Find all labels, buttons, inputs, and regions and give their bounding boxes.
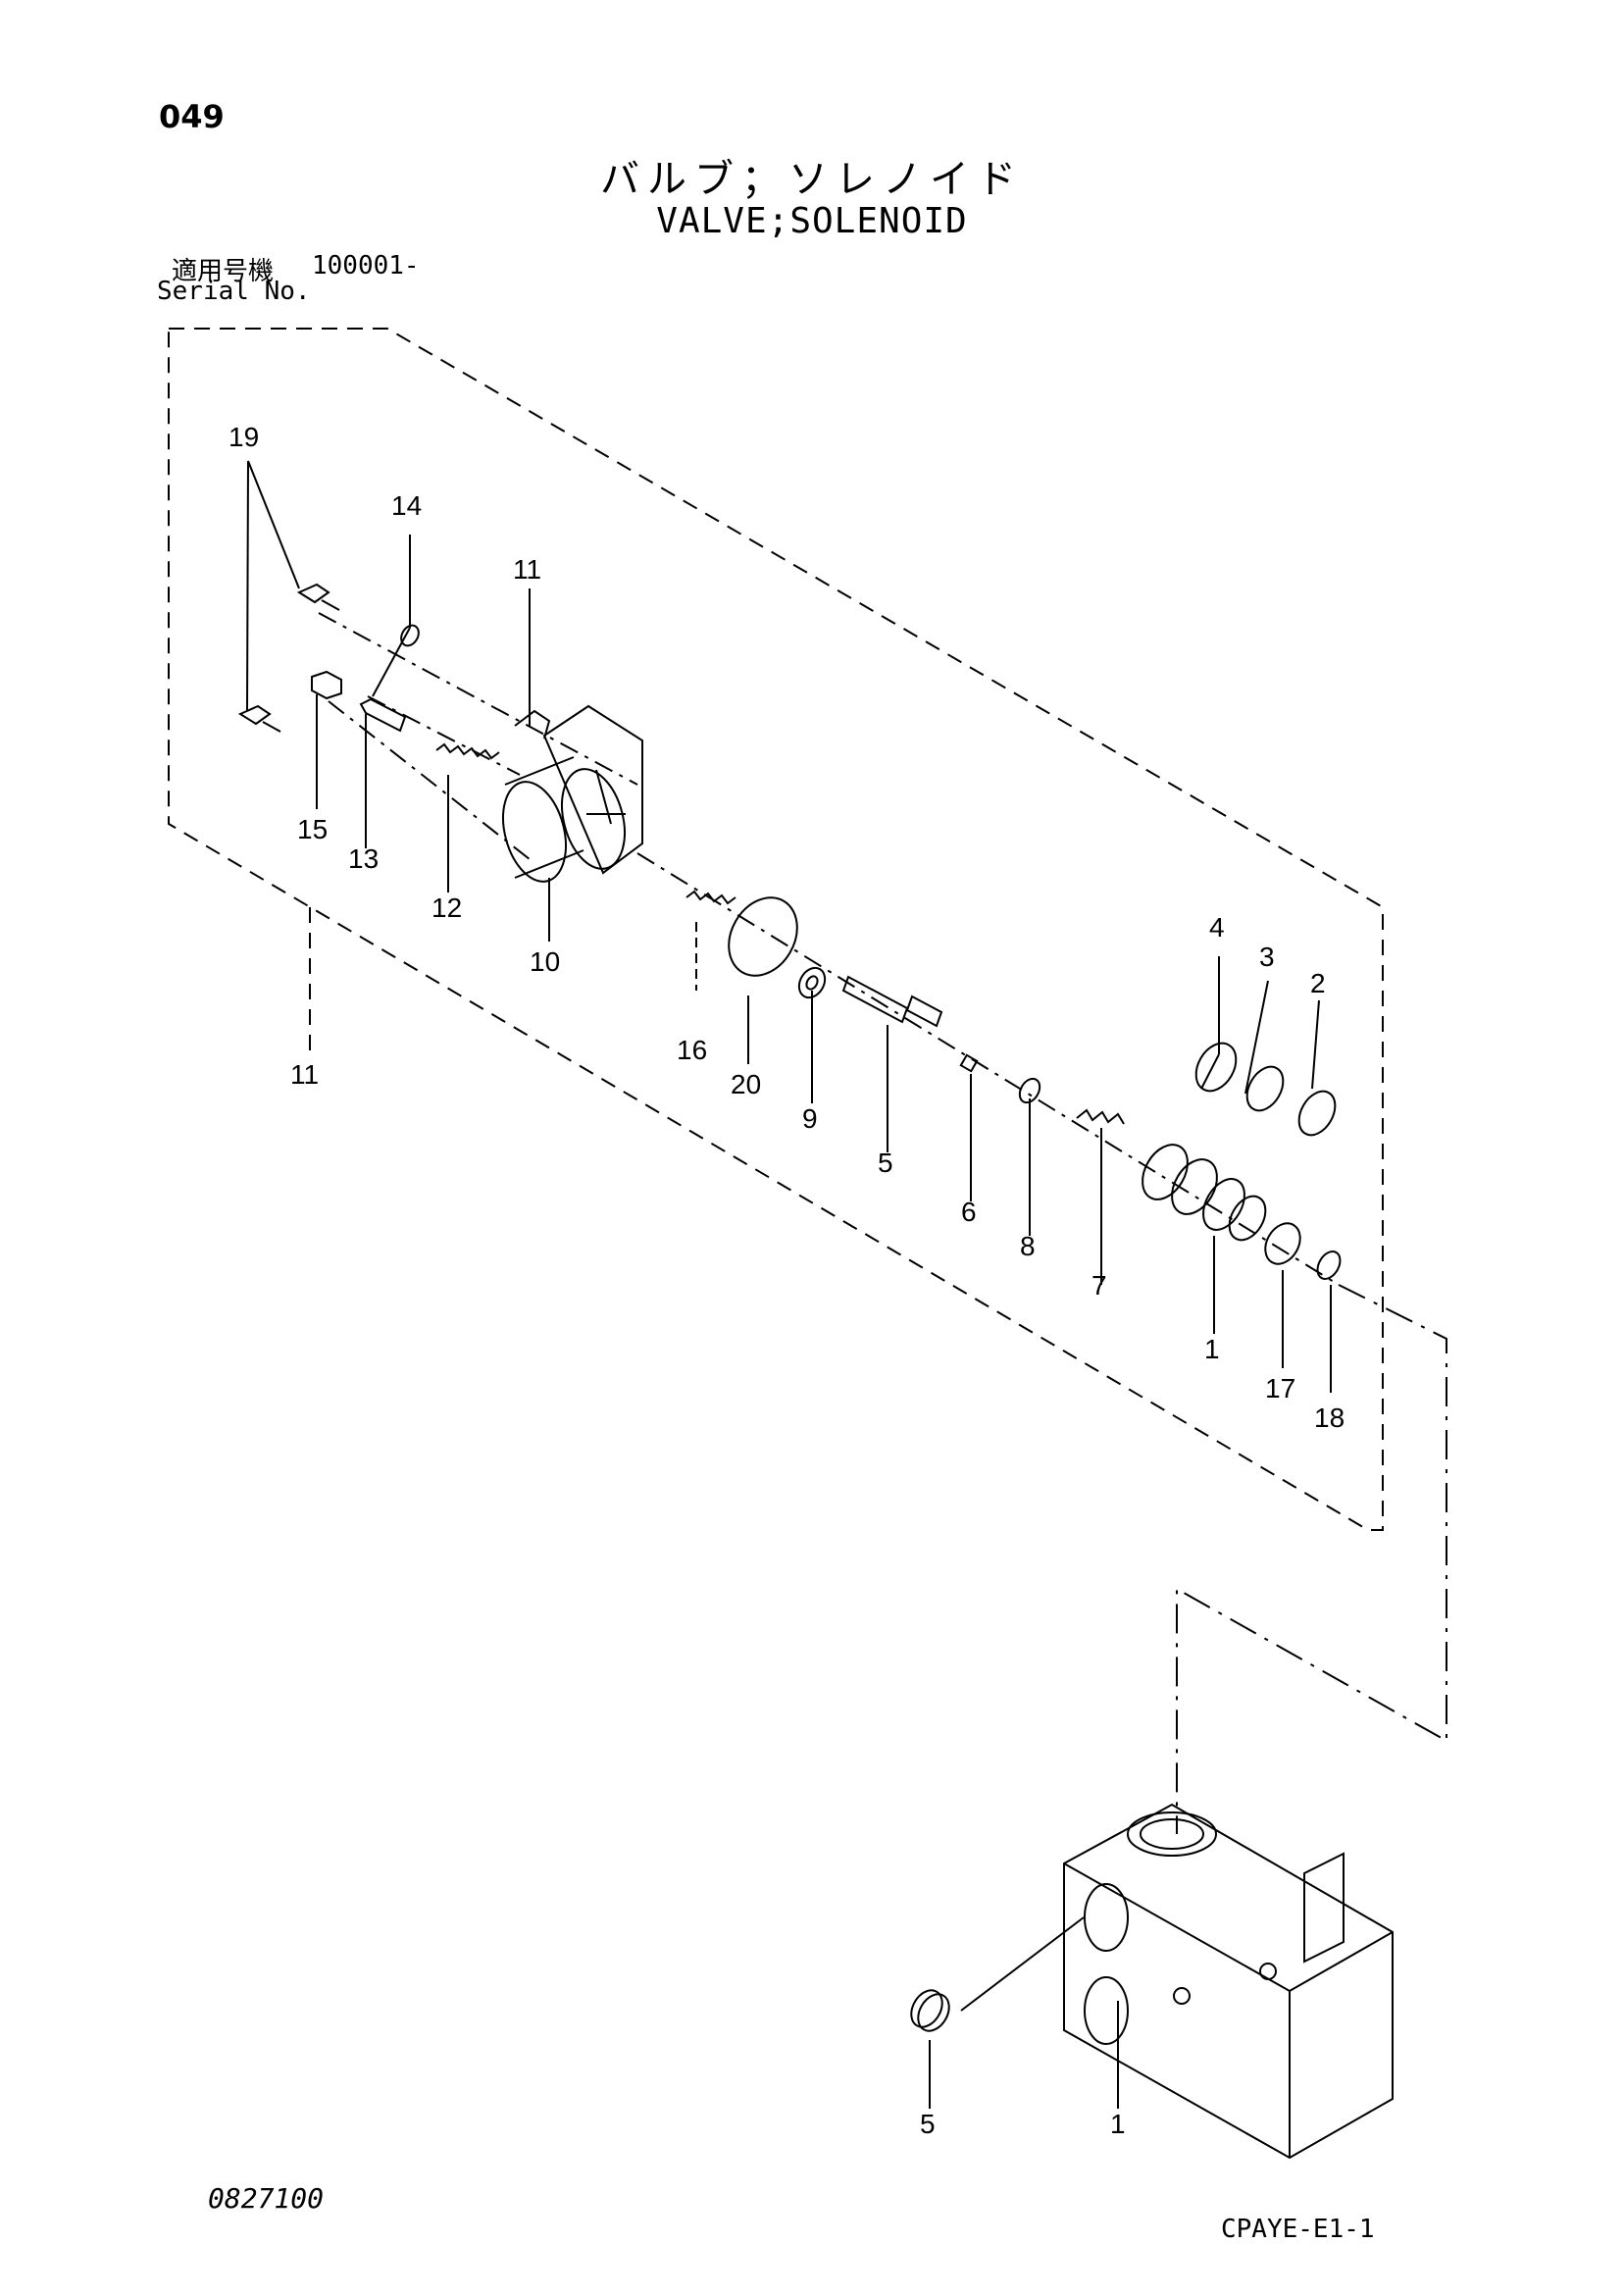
snap-ring-18 [1316,1250,1342,1280]
oring-14 [400,624,420,647]
valve-block-1 [1063,1803,1394,2160]
callout-8: 8 [1020,1231,1036,1261]
sleeve-1 [1142,1144,1267,1242]
callout-16: 16 [677,1035,707,1065]
callout-6: 6 [961,1197,977,1227]
callout-10: 10 [530,946,560,977]
fitting-13 [359,697,407,733]
spring-16 [685,890,736,905]
serial-label-english: Serial No. [157,277,311,306]
callout-1-upper: 1 [1204,1334,1220,1364]
callout-11-upper: 11 [513,554,541,585]
oring-20 [728,896,798,977]
callout-3: 3 [1259,942,1275,972]
callout-13: 13 [348,843,379,874]
page-code: CPAYE-E1-1 [1221,2215,1375,2244]
serial-label-japanese: 適用号機 [172,257,275,286]
spring-12 [435,742,500,760]
bolt-19-upper [296,583,340,611]
seat-9 [797,966,827,999]
callout-12: 12 [431,893,462,923]
callout-5-lower: 5 [920,2109,936,2139]
callout-18: 18 [1314,1403,1345,1433]
plug-6 [959,1053,979,1073]
callout-14: 14 [391,490,422,521]
oring-4 [1194,1042,1238,1093]
callout-11-lower: 11 [290,1059,319,1090]
callout-2: 2 [1310,968,1326,998]
title-english: VALVE;SOLENOID [656,201,968,241]
callout-19: 19 [228,422,259,452]
callout-7: 7 [1091,1270,1107,1301]
title-japanese: バルブ；ソレノイド [600,157,1024,202]
serial-value: 100001- [312,251,420,281]
plug-5-lower [910,1989,950,2032]
callout-20: 20 [731,1069,761,1099]
oring-3 [1245,1065,1285,1112]
nut-15 [311,670,342,700]
solenoid-10 [502,704,643,883]
assembly-boundary [168,328,1384,1531]
callout-17: 17 [1265,1373,1295,1403]
callout-15: 15 [297,814,328,844]
page-number: 049 [159,98,225,135]
callout-4: 4 [1209,912,1225,943]
connector-line [1176,1284,1447,1834]
spring-7 [1076,1108,1125,1125]
drawing-number: 0827100 [208,2182,325,2215]
ring-8 [1018,1077,1041,1104]
plug-17 [1264,1222,1301,1265]
spool-5 [841,975,943,1028]
callout-1-lower: 1 [1110,2109,1126,2139]
callout-5-upper: 5 [878,1148,893,1178]
bolt-19-lower [237,704,281,733]
oring-2 [1297,1090,1337,1137]
callout-9: 9 [802,1103,818,1134]
